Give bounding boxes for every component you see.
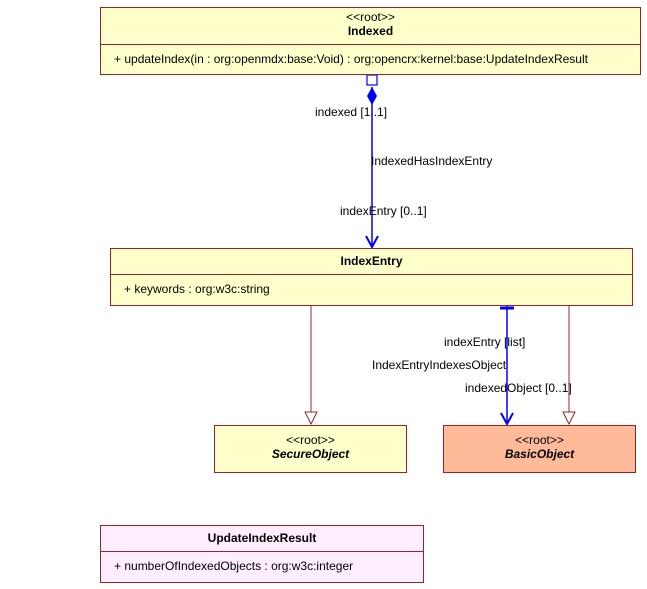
role-label-index-entry: indexEntry [0..1] [340,204,427,218]
class-name: IndexEntry [340,254,403,268]
generalization-to-secure-object[interactable] [304,306,318,426]
qualifier-square [366,74,378,86]
association-indexed-has-index-entry[interactable] [365,74,379,250]
class-name: BasicObject [504,447,575,461]
class-header: <<root>> Indexed [101,8,640,45]
role-label-indexed-object: indexedObject [0..1] [465,381,572,395]
role-label-indexed: indexed [1..1] [315,105,388,119]
attribute-list: + numberOfIndexedObjects : org:w3c:integ… [101,552,423,573]
class-header: UpdateIndexResult [101,526,423,552]
stereotype-label: <<root>> [346,10,395,24]
generalization-triangle [562,411,576,426]
class-update-index-result[interactable]: UpdateIndexResult + numberOfIndexedObjec… [100,525,424,583]
operation-list: + updateIndex(in : org:openmdx:base:Void… [101,45,640,66]
association-name-indexed-has-index-entry: IndexedHasIndexEntry [371,154,493,168]
class-header: IndexEntry [111,249,632,275]
class-name: Indexed [347,24,394,38]
generalization-to-basic-object[interactable] [562,306,576,426]
attribute-list: + keywords : org:w3c:string [111,275,632,296]
class-indexed[interactable]: <<root>> Indexed + updateIndex(in : org:… [100,7,641,75]
operation-update-index[interactable]: + updateIndex(in : org:openmdx:base:Void… [114,52,588,66]
association-index-entry-indexes-object[interactable] [500,306,514,427]
stereotype-label: <<root>> [286,433,335,447]
class-basic-object[interactable]: <<root>> BasicObject [443,425,636,473]
class-secure-object[interactable]: <<root>> SecureObject [214,425,407,473]
attribute-number-of-indexed-objects[interactable]: + numberOfIndexedObjects : org:w3c:integ… [114,559,354,573]
class-name: UpdateIndexResult [207,531,317,545]
association-name-index-entry-indexes-object: IndexEntryIndexesObject [372,358,507,372]
role-label-index-entry-list: indexEntry [list] [444,335,526,349]
class-header: <<root>> SecureObject [215,426,406,474]
navigation-arrow-head [365,235,379,250]
composition-diamond [367,87,377,105]
class-name: SecureObject [271,447,350,461]
navigation-arrow-head [500,412,514,427]
attribute-keywords[interactable]: + keywords : org:w3c:string [124,282,270,296]
generalization-triangle [304,411,318,426]
class-header: <<root>> BasicObject [444,426,635,474]
class-index-entry[interactable]: IndexEntry + keywords : org:w3c:string [110,248,633,306]
stereotype-label: <<root>> [515,433,564,447]
